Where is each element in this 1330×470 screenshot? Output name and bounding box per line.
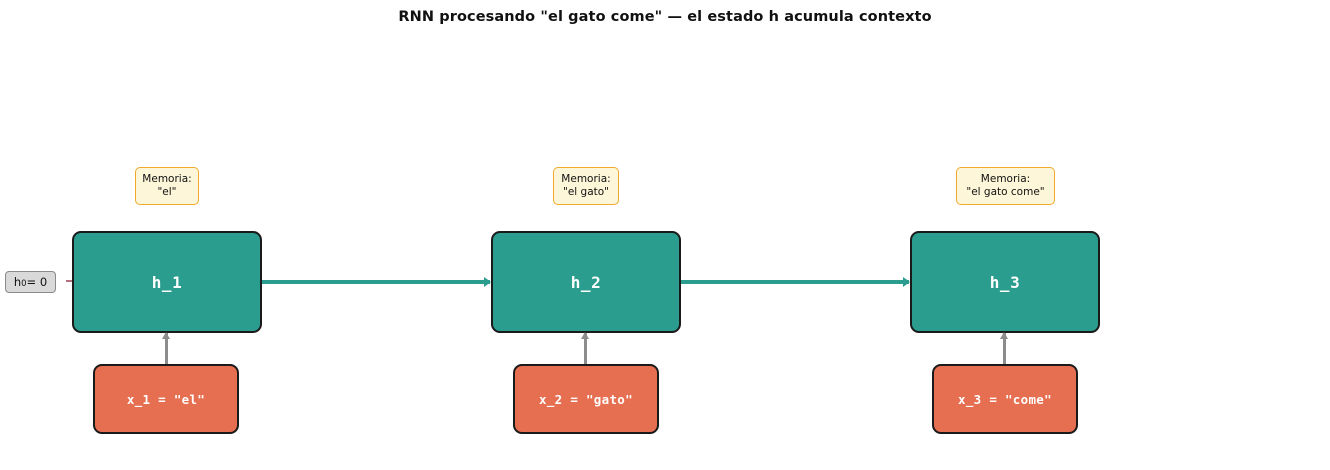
- memory-note-2-title: Memoria:: [561, 173, 611, 185]
- hidden-state-h3-label: h_3: [989, 272, 1021, 292]
- input-token-x2-label: x_2 = "gato": [539, 391, 633, 407]
- initial-state-value: = 0: [26, 275, 48, 289]
- recurrent-link-h1-h2: [262, 277, 491, 287]
- input-arrow-2: [581, 332, 588, 364]
- memory-note-2: Memoria: "el gato": [553, 167, 619, 205]
- input-arrow-1: [162, 332, 169, 364]
- initial-state-symbol: h: [13, 275, 22, 289]
- input-token-x1[interactable]: x_1 = "el": [93, 364, 239, 434]
- recurrent-link-h2-h3: [681, 277, 910, 287]
- input-token-x3-label: x_3 = "come": [958, 391, 1052, 407]
- memory-note-2-value: "el gato": [562, 186, 609, 198]
- hidden-state-h1[interactable]: h_1: [72, 231, 262, 333]
- memory-note-1: Memoria: "el": [135, 167, 199, 205]
- memory-note-1-title: Memoria:: [142, 173, 192, 185]
- input-arrow-3: [1000, 332, 1007, 364]
- memory-note-3-title: Memoria:: [980, 173, 1031, 185]
- memory-note-3-value: "el gato come": [966, 186, 1045, 198]
- hidden-state-h2[interactable]: h_2: [491, 231, 681, 333]
- page-title: RNN procesando "el gato come" — el estad…: [398, 9, 932, 25]
- memory-note-3: Memoria: "el gato come": [956, 167, 1055, 205]
- memory-note-1-value: "el": [157, 186, 177, 198]
- input-token-x2[interactable]: x_2 = "gato": [513, 364, 659, 434]
- input-token-x3[interactable]: x_3 = "come": [932, 364, 1078, 434]
- hidden-state-h2-label: h_2: [570, 272, 602, 292]
- hidden-state-h1-label: h_1: [151, 272, 183, 292]
- hidden-state-h3[interactable]: h_3: [910, 231, 1100, 333]
- input-token-x1-label: x_1 = "el": [126, 391, 206, 407]
- initial-state-subscript: 0: [21, 279, 27, 289]
